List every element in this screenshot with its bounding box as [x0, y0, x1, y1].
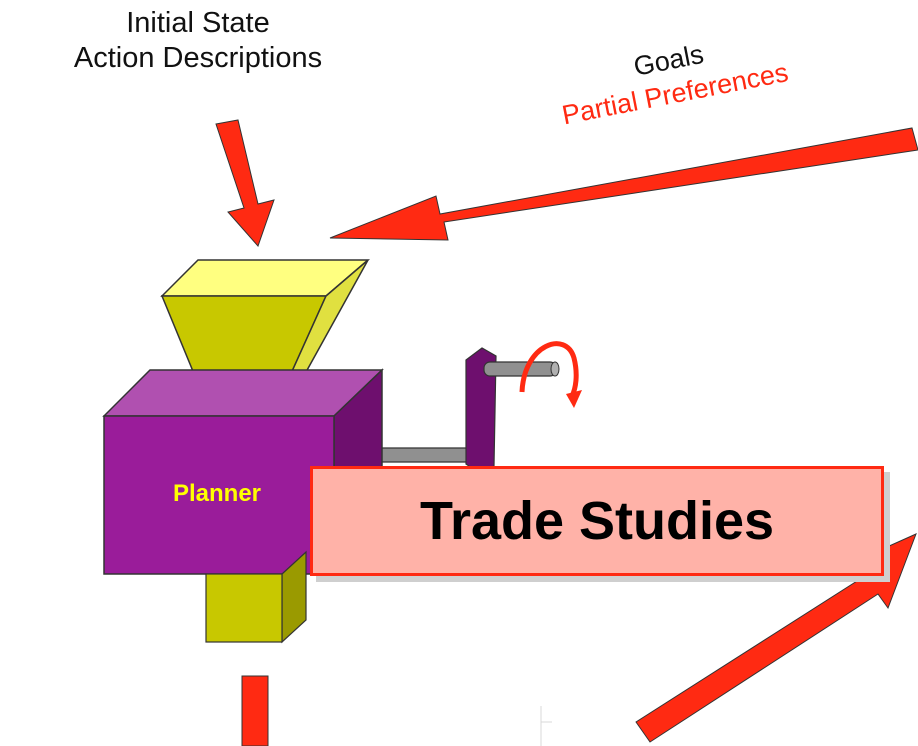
goals-arrow: [329, 127, 918, 241]
input-arrow: [215, 119, 275, 247]
action-descriptions-label: Action Descriptions: [73, 41, 323, 74]
initial-state-label: Initial State: [126, 7, 270, 39]
output-arrow: [241, 675, 269, 746]
planner-box: [102, 368, 384, 576]
trade-studies-box: Trade Studies: [310, 466, 884, 576]
trade-studies-label: Trade Studies: [419, 491, 775, 551]
output-chute: [205, 550, 307, 644]
input-labels: Initial State Action Descriptions: [0, 6, 396, 76]
curved-rotation-arrow-icon: [519, 341, 582, 408]
stray-mark: [540, 706, 552, 746]
planner-label: Planner: [172, 480, 262, 507]
